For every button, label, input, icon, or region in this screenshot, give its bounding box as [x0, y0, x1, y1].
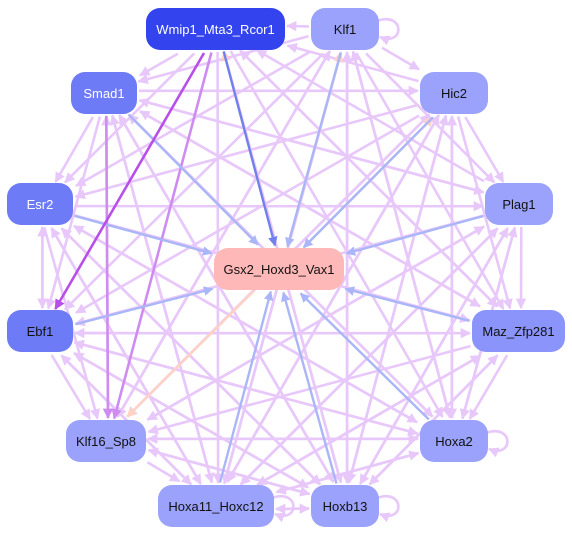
edge-klf1-to-gsx2 [285, 52, 342, 248]
edge-esr2-to-gsx2 [74, 214, 213, 256]
edge-wmip1-to-ebf1 [54, 52, 206, 310]
edge-hoxa11-to-hic2 [226, 114, 441, 483]
edge-klf16-to-plag1 [146, 225, 485, 421]
edge-hic2-to-esr2 [74, 103, 419, 200]
edge-wmip1-to-smad1 [139, 52, 179, 77]
edge-hic2-to-plag1 [464, 116, 505, 183]
edge-maz-to-gsx2 [344, 286, 470, 322]
edge-hoxb13-to-plag1 [359, 227, 509, 485]
edge-hoxa11-to-gsx2 [218, 290, 274, 483]
edge-wmip1-to-gsx2 [222, 51, 278, 247]
self-loop-hoxa11 [271, 494, 295, 523]
edge-ebf1-to-klf16 [50, 354, 92, 420]
node-maz-zfp281[interactable]: Maz_Zfp281 [472, 310, 565, 352]
node-klf1[interactable]: Klf1 [311, 8, 379, 50]
edge-hoxb13-to-ebf1 [73, 351, 309, 489]
node-plag1[interactable]: Plag1 [485, 183, 553, 225]
edge-maz-to-smad1 [139, 110, 481, 308]
edge-hoxb13-to-maz [368, 354, 499, 486]
edge-hoxa11-to-maz [256, 354, 482, 486]
self-loop-hoxa2 [485, 429, 509, 458]
node-smad1[interactable]: Smad1 [71, 72, 137, 114]
edge-smad1-to-esr2 [54, 116, 95, 183]
node-esr2[interactable]: Esr2 [7, 183, 73, 225]
node-wmip1-mta3-rcor1[interactable]: Wmip1_Mta3_Rcor1 [146, 8, 285, 50]
edge-smad1-to-klf16 [102, 115, 114, 420]
node-ebf1[interactable]: Ebf1 [7, 310, 73, 352]
node-hoxa11-hoxc12[interactable]: Hoxa11_Hoxc12 [158, 485, 274, 527]
edge-hoxb13-to-smad1 [118, 114, 335, 483]
edge-hoxa11-to-plag1 [239, 227, 499, 486]
edge-hic2-to-ebf1 [75, 114, 420, 314]
edge-hic2-to-gsx2 [302, 116, 434, 249]
edge-hoxb13-to-esr2 [60, 227, 322, 486]
edge-hoxb13-to-klf16 [147, 447, 310, 496]
node-klf16-sp8[interactable]: Klf16_Sp8 [66, 420, 146, 462]
self-loop-hoxb13 [376, 494, 400, 523]
edge-gsx2-to-klf16 [126, 289, 255, 418]
edge-hoxa2-to-esr2 [73, 224, 418, 424]
edge-hoxb13-to-gsx2 [280, 291, 338, 484]
edge-klf1-to-wmip1 [285, 20, 310, 32]
edge-smad1-to-gsx2 [127, 113, 259, 246]
edge-hoxb13-to-hic2 [347, 114, 449, 483]
edge-plag1-to-gsx2 [345, 214, 484, 256]
edge-hoxa2-to-gsx2 [299, 292, 430, 421]
edge-wmip1-to-klf16 [111, 52, 213, 420]
node-hic2[interactable]: Hic2 [420, 72, 488, 114]
self-loop-klf1 [376, 17, 400, 46]
edge-maz-to-wmip1 [239, 49, 499, 308]
node-hoxa2[interactable]: Hoxa2 [420, 420, 488, 462]
edge-ebf1-to-gsx2 [75, 286, 214, 326]
edge-maz-to-hoxa2 [468, 354, 509, 420]
edge-plag1-to-smad1 [138, 97, 484, 194]
edge-klf16-to-hoxa11 [146, 461, 181, 483]
edge-hic2-to-wmip1 [286, 43, 419, 83]
edge-hoxa11-to-ebf1 [60, 354, 193, 486]
edge-klf16-to-klf1 [116, 50, 331, 418]
edge-klf1-to-hic2 [381, 46, 420, 71]
node-hoxb13[interactable]: Hoxb13 [311, 485, 379, 527]
node-gsx2-hoxd3-vax1[interactable]: Gsx2_Hoxd3_Vax1 [214, 248, 344, 290]
